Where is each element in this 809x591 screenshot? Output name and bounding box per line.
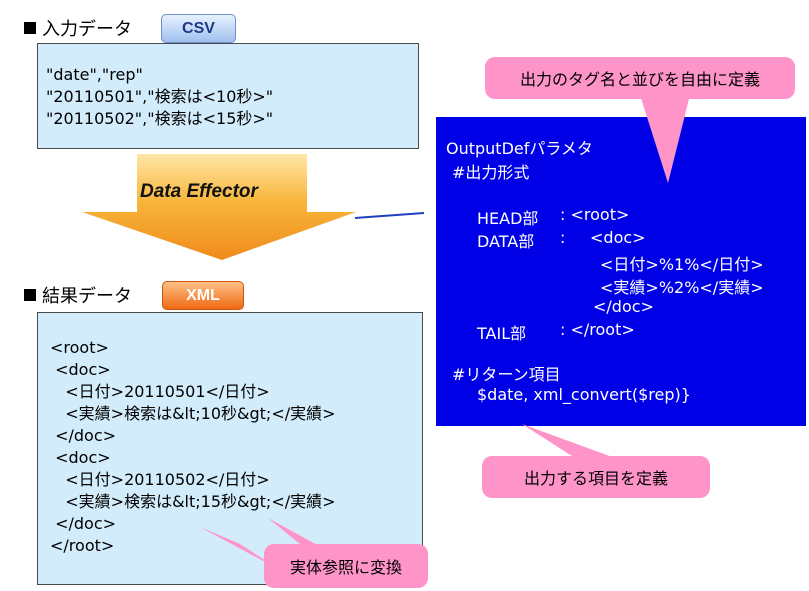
data-label: DATA部 [477,232,535,251]
result-line: <doc> [50,360,111,379]
outputdef-title: OutputDefパラメタ [446,139,593,158]
data-line: <doc> [590,228,646,247]
data-line: </doc> [593,297,654,316]
tag-order-pointer [640,95,690,183]
result-line: <doc> [50,448,111,467]
input-line: "date","rep" [46,65,143,84]
data-colon: : [560,228,566,247]
tail-value: : </root> [560,320,635,339]
connector-line [354,212,425,219]
result-line: <root> [50,338,109,357]
input-heading-label: 入力データ [42,19,132,40]
entity-ref-pointer-a [200,527,280,570]
result-line: </doc> [50,514,117,533]
data-line: <実績>%2%</実績> [600,278,764,297]
outputdef-box: OutputDefパラメタ #出力形式 HEAD部 : <root> DATA部… [436,117,806,426]
xml-badge: XML [162,281,244,310]
bullet-square-icon [24,289,36,301]
result-line: <実績>検索は&lt;15秒&gt;</実績> [50,492,336,511]
entity-ref-pointer-b [268,518,330,552]
output-items-pointer [522,424,615,458]
result-line: </doc> [50,426,117,445]
data-line: <日付>%1%</日付> [600,255,764,274]
input-heading: 入力データ [24,15,132,41]
result-line: <実績>検索は&lt;10秒&gt;</実績> [50,404,336,423]
format-heading: #出力形式 [452,163,530,182]
input-line: "20110501","検索は<10秒>" [46,87,274,106]
result-heading: 結果データ [24,282,132,308]
tag-order-callout: 出力のタグ名と並びを自由に定義 [485,57,795,99]
result-line: </root> [50,536,115,555]
result-heading-label: 結果データ [42,286,132,307]
csv-badge: CSV [161,14,236,43]
input-line: "20110502","検索は<15秒>" [46,109,274,128]
data-effector-arrow [82,154,356,260]
return-heading: #リターン項目 [452,365,561,384]
head-value: : <root> [560,205,630,224]
tail-label: TAIL部 [477,324,527,343]
result-data-box: <root> <doc> <日付>20110501</日付> <実績>検索は&l… [37,312,423,585]
result-line: <日付>20110501</日付> [50,382,270,401]
output-items-callout: 出力する項目を定義 [482,456,710,498]
data-effector-label: Data Effector [140,181,258,202]
input-data-box: "date","rep" "20110501","検索は<10秒>" "2011… [37,43,419,149]
result-line: <日付>20110502</日付> [50,470,270,489]
entity-ref-callout: 実体参照に変換 [264,544,428,588]
head-label: HEAD部 [477,209,539,228]
return-value: $date, xml_convert($rep)} [477,385,691,404]
bullet-square-icon [24,22,36,34]
